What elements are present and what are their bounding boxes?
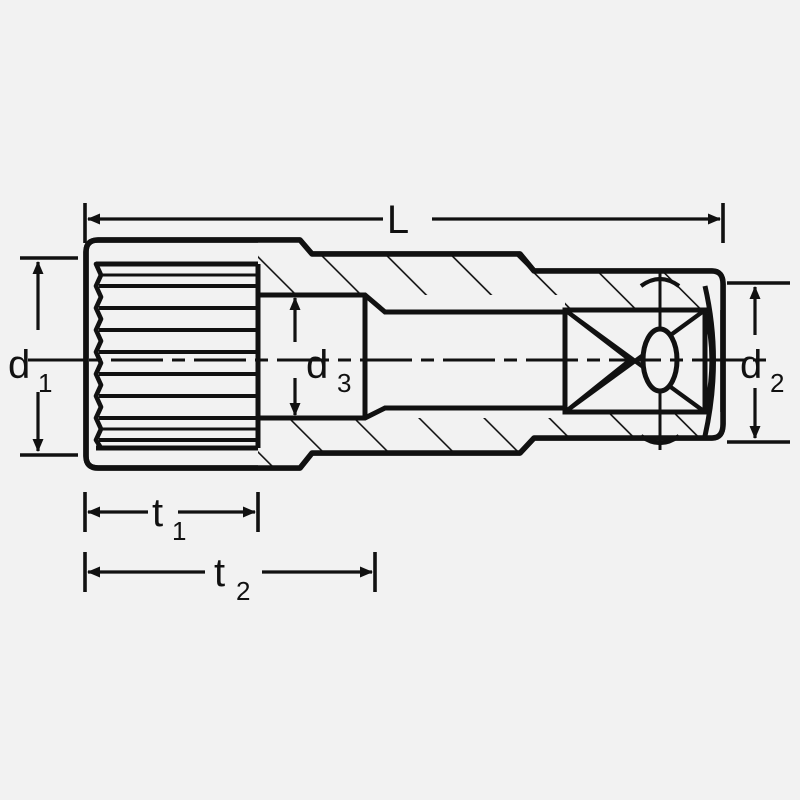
internal-bore xyxy=(255,292,568,421)
dimension-label-L: L xyxy=(387,198,409,242)
dimension-L: L xyxy=(83,198,725,243)
dimension-t2: t 2 xyxy=(83,551,377,606)
dimension-sub-d2: 2 xyxy=(770,368,784,398)
dimension-sub-t1: 1 xyxy=(172,516,186,546)
dimension-sub-d1: 1 xyxy=(38,368,52,398)
dimension-d2: d 2 xyxy=(723,281,790,444)
dimension-label-d3: d xyxy=(306,343,328,387)
dimension-label-t2: t xyxy=(214,551,225,595)
twelve-point-profile xyxy=(93,261,261,451)
dimension-t1: t 1 xyxy=(83,491,260,546)
dimension-d3: d 3 xyxy=(289,297,351,416)
dimension-label-t1: t xyxy=(152,491,163,535)
dimension-label-d2: d xyxy=(740,343,762,387)
dimension-sub-t2: 2 xyxy=(236,576,250,606)
dimension-sub-d3: 3 xyxy=(337,368,351,398)
dimension-d1: d 1 xyxy=(8,256,86,457)
dimension-label-d1: d xyxy=(8,343,30,387)
socket-body-outline-stroke xyxy=(83,237,726,471)
